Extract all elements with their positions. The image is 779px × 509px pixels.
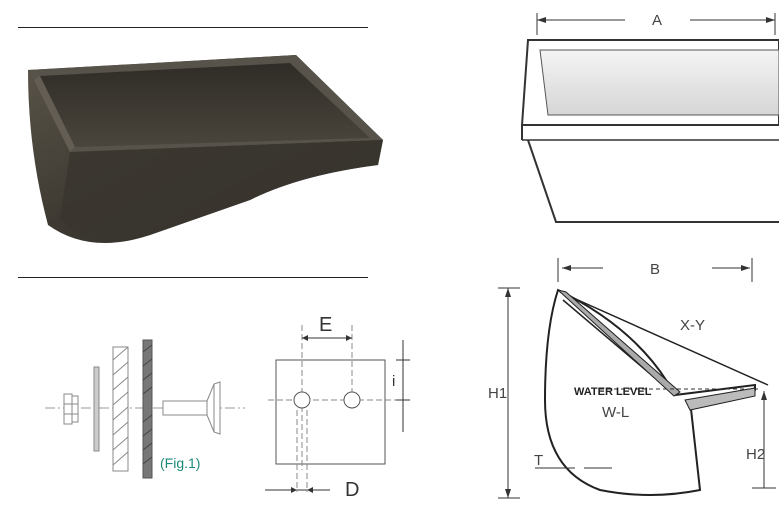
dim-h1: H1 (488, 385, 507, 402)
flat-washer (112, 346, 129, 472)
wl-label: W-L (602, 404, 629, 421)
dim-a: A (652, 12, 662, 29)
dim-h2: H2 (746, 446, 765, 463)
elevator-bolt (162, 381, 221, 435)
fig-label: (Fig.1) (160, 455, 200, 471)
middle-divider (18, 277, 368, 278)
water-level-label: WATER LEVEL (574, 386, 652, 398)
hole-left (293, 391, 311, 409)
dim-e: E (319, 314, 332, 336)
dim-d: D (345, 479, 359, 501)
bucket-wall-plate (142, 339, 153, 479)
dim-t: T (534, 452, 543, 469)
xy-label: X-Y (680, 317, 705, 334)
top-divider (18, 27, 368, 28)
hex-nut (63, 393, 79, 425)
hole-right (343, 391, 361, 409)
lock-washer (93, 366, 100, 452)
dim-b: B (650, 261, 660, 278)
dim-i: i (392, 373, 395, 390)
